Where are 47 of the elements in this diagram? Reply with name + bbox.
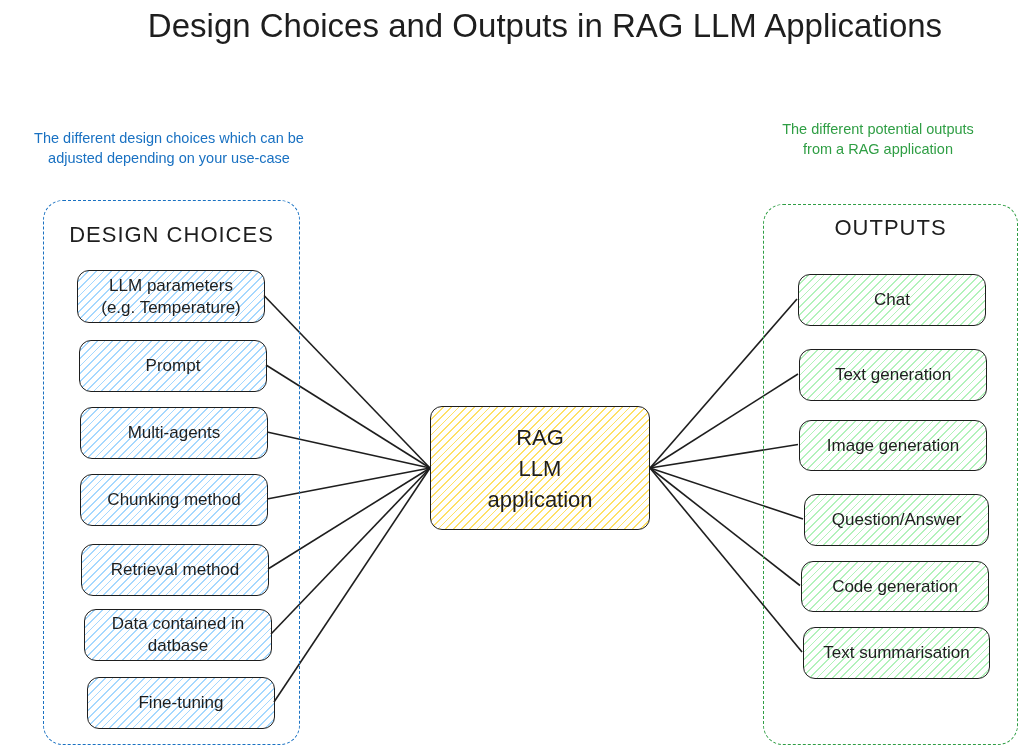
output-card [804, 494, 989, 546]
diagram-title: Design Choices and Outputs in RAG LLM Applications [146, 6, 944, 46]
design-choice-card [81, 544, 269, 596]
connector-line [273, 467, 431, 703]
connector-line [649, 467, 801, 587]
connector-line [649, 298, 798, 469]
card-label: Prompt [145, 355, 201, 377]
design-choice-card [80, 407, 268, 459]
card-label: Text generation [834, 364, 952, 386]
dashed-group-frame [763, 204, 1018, 745]
connector-line [266, 431, 431, 469]
design-choice-card [80, 474, 268, 526]
design-choice-card [87, 677, 275, 729]
card-label: LLM parameters (e.g. Temperature) [100, 274, 242, 319]
card-label: Fine-tuning [138, 692, 224, 714]
card-label: Data contained in datbase [110, 613, 246, 657]
dashed-group-frame [43, 200, 300, 745]
card-label: Multi-agents [127, 422, 221, 444]
connector-line [263, 294, 431, 469]
connector-line [267, 467, 431, 570]
group-heading: DESIGN CHOICES [68, 221, 275, 249]
card-label: Text summarisation [823, 642, 970, 664]
design-choice-card [79, 340, 267, 392]
group-heading: OUTPUTS [833, 214, 948, 242]
connector-line [649, 443, 799, 469]
output-card [799, 420, 987, 471]
output-card [798, 274, 986, 326]
design-choice-card [77, 270, 265, 323]
annotation-note: The different potential outputs from a RAG application [781, 120, 975, 159]
connector-line [265, 364, 431, 469]
card-label: Retrieval method [110, 559, 240, 581]
connector-line [270, 467, 431, 635]
connector-line [649, 373, 799, 469]
output-card [799, 349, 987, 401]
design-choice-card [84, 609, 272, 661]
card-label: Chunking method [107, 489, 241, 511]
card-label: Chat [874, 289, 910, 311]
annotation-note: The different design choices which can be adjusted depending on your use-case [33, 129, 305, 168]
connector-line [649, 467, 804, 520]
card-label: Image generation [826, 434, 960, 457]
connector-line [266, 467, 431, 500]
card-label: Code generation [832, 575, 958, 598]
card-label: Question/Answer [831, 509, 962, 531]
central-process-card [430, 406, 650, 530]
output-card [803, 627, 990, 679]
connector-line [649, 467, 803, 653]
output-card [801, 561, 989, 612]
